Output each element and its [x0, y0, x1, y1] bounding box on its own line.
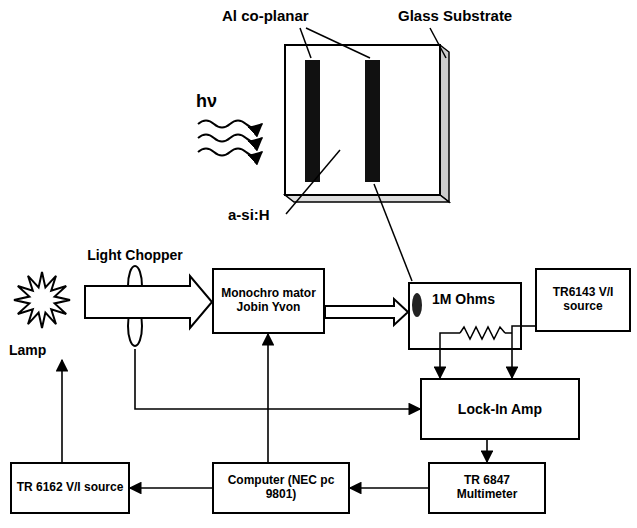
part-label: a-si:H [228, 207, 270, 224]
node-text: Monochro mator Jobin Yvon [218, 287, 319, 315]
sample-lead [374, 184, 412, 281]
signal-line [511, 350, 513, 378]
light-ray [198, 135, 262, 142]
computer-box: Computer (NEC pc 9801) [212, 462, 350, 514]
light-beam-arrow [325, 299, 408, 325]
lamp: Lamp [5, 268, 85, 360]
node-text: TR 6847 Multimeter [434, 474, 540, 502]
leader-line [430, 28, 446, 58]
lock-in-box: Lock-In Amp [420, 378, 580, 440]
signal-line [135, 349, 420, 409]
glass-substrate [285, 45, 440, 195]
node-text: 1M Ohms [432, 291, 495, 307]
leader-line [306, 28, 370, 58]
al-electrode [305, 60, 320, 182]
node-text: Lamp [9, 342, 46, 358]
node-text: Computer (NEC pc 9801) [218, 474, 344, 502]
wire [440, 333, 460, 349]
node-text: TR 6162 V/I source [17, 481, 124, 495]
substrate-edge [440, 45, 449, 202]
leader-line [300, 28, 311, 58]
signal-line [61, 360, 63, 462]
source-box: TR6143 V/I source [535, 268, 631, 332]
lamp-symbol [14, 272, 70, 328]
source-box: TR 6162 V/I source [10, 462, 130, 514]
light-ray [198, 121, 262, 128]
signal-line [522, 325, 535, 327]
signal-line [486, 440, 488, 462]
sample-symbol [412, 293, 422, 317]
signal-line [130, 487, 212, 489]
substrate-edge [285, 195, 449, 202]
part-label: Glass Substrate [398, 8, 512, 25]
light-ray [198, 149, 262, 156]
signal-line [439, 350, 441, 378]
sample-circuit-box: 1M Ohms [408, 282, 522, 350]
resistor-symbol [460, 327, 505, 339]
light-beam-arrow [85, 276, 212, 328]
node-text: Lock-In Amp [458, 401, 542, 417]
monochromator-box: Monochro mator Jobin Yvon [212, 268, 325, 334]
light-chopper: Light Chopper [85, 244, 185, 349]
multimeter-box: TR 6847 Multimeter [428, 462, 546, 514]
node-text: Light Chopper [87, 247, 183, 263]
leader-line [286, 150, 340, 214]
part-label: Al co-planar [222, 8, 309, 25]
wire [505, 326, 521, 349]
node-text: TR6143 V/I source [541, 286, 625, 314]
part-label: hν [196, 92, 217, 112]
al-electrode [365, 60, 380, 182]
signal-line [267, 334, 269, 462]
signal-line [350, 487, 428, 489]
